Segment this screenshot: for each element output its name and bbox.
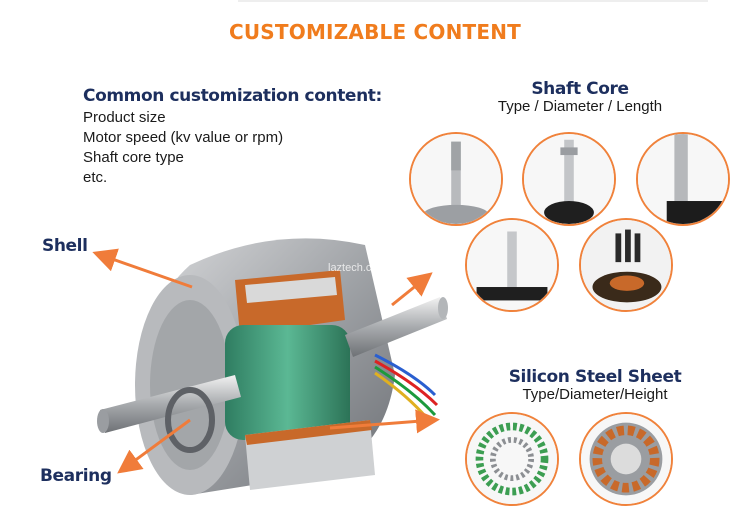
motor-cutaway-image [95, 225, 450, 515]
intro-list: Product size Motor speed (kv value or rp… [83, 108, 382, 188]
shaft-photo-4 [465, 218, 559, 312]
page-title: CUSTOMIZABLE CONTENT [228, 20, 521, 44]
motor-illustration [97, 238, 448, 496]
intro-item-shaft-core-type: Shaft core type [83, 149, 184, 166]
shaft-photo-1 [409, 132, 503, 226]
shaft-core-subtitle: Type / Diameter / Length [497, 98, 663, 115]
shaft-core-title: Shaft Core [531, 79, 629, 99]
shaft-photo-2 [522, 132, 616, 226]
silicon-steel-title: Silicon Steel Sheet [508, 367, 682, 387]
watermark: laztech.com [328, 262, 387, 274]
shaft-photo-3 [636, 132, 730, 226]
steel-sheet-photo-1 [465, 412, 559, 506]
shaft-photo-5 [579, 218, 673, 312]
shell-label: Shell [42, 236, 88, 256]
intro-item-motor-speed: Motor speed (kv value or rpm) [83, 129, 284, 146]
top-divider [238, 0, 708, 2]
steel-sheet-photo-2 [579, 412, 673, 506]
intro-item-product-size: Product size [83, 109, 166, 126]
silicon-steel-subtitle: Type/Diameter/Height [522, 386, 668, 403]
intro-item-etc: etc. [83, 169, 108, 186]
intro-heading: Common customization content: [83, 86, 382, 106]
bearing-label: Bearing [40, 466, 112, 486]
intro-block: Common customization content: Product si… [83, 86, 382, 188]
